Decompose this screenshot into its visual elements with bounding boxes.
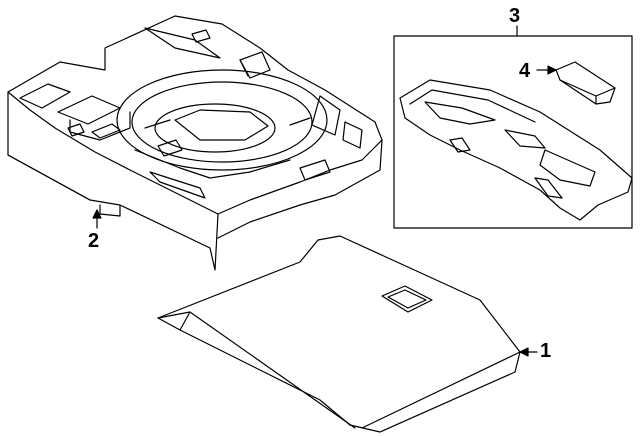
callout-1: 1 bbox=[540, 340, 552, 362]
leader-lines bbox=[92, 25, 557, 357]
callout-3: 3 bbox=[509, 5, 521, 27]
callout-2: 2 bbox=[88, 230, 100, 252]
part-3-sill-trim bbox=[399, 79, 633, 221]
part-1-cargo-cover bbox=[157, 235, 521, 433]
part-4-clip bbox=[555, 61, 616, 105]
part-3-box bbox=[393, 35, 633, 229]
part-2-storage-tray bbox=[7, 15, 383, 271]
callout-4: 4 bbox=[519, 60, 531, 82]
